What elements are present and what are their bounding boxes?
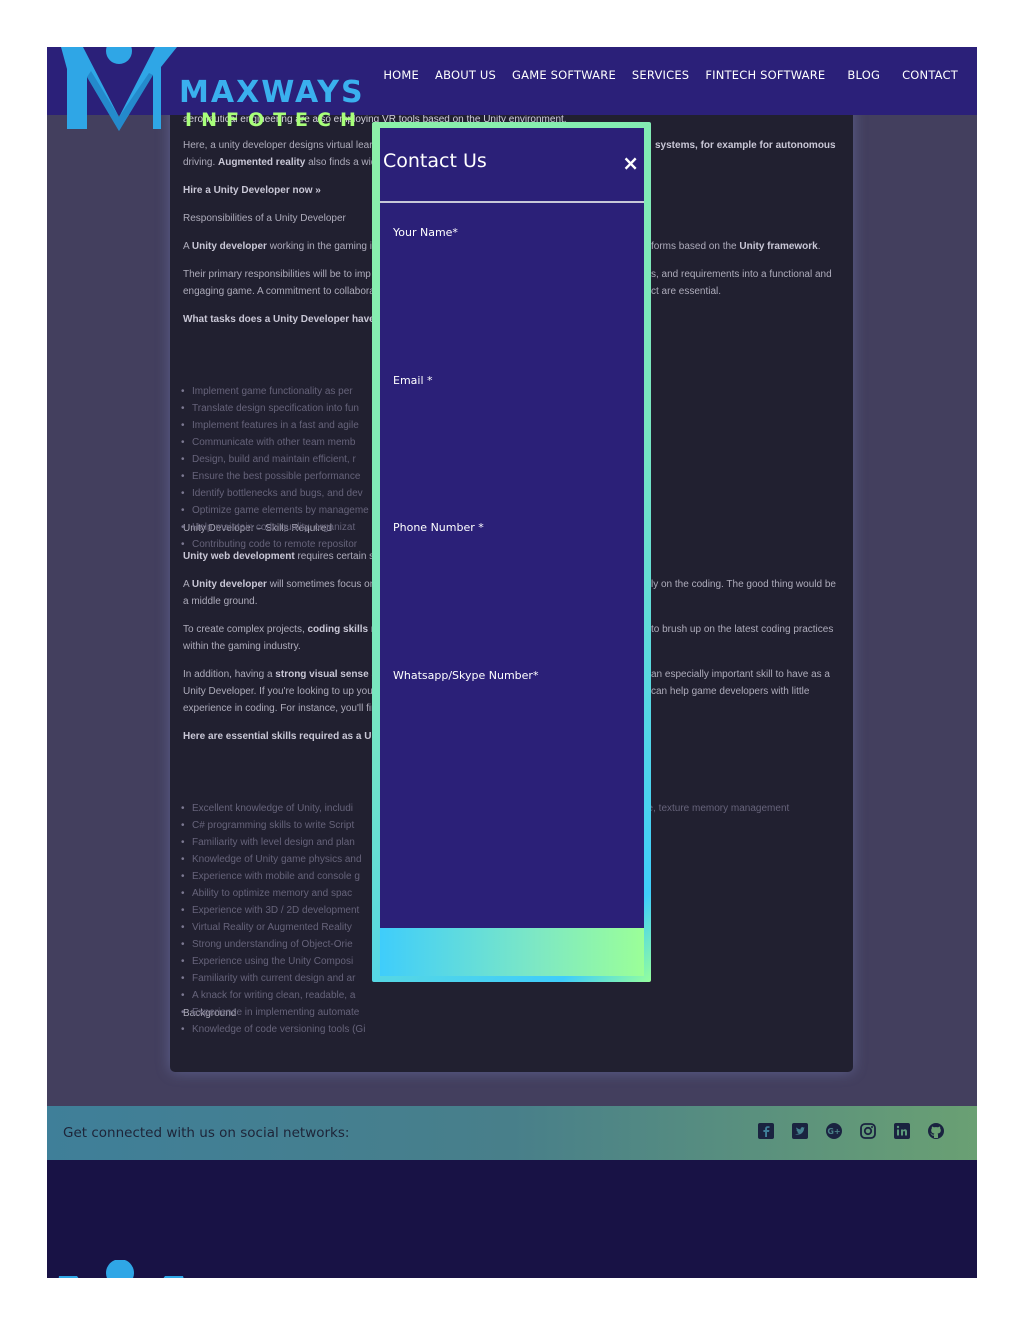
list-item: Experience in implementing automate: [181, 1007, 832, 1024]
list-item: Experience using the Unity Composi: [181, 956, 832, 973]
twitter-icon[interactable]: [791, 1122, 809, 1140]
github-icon[interactable]: [927, 1122, 945, 1140]
skills-list: Excellent knowledge of Unity, includiime…: [181, 803, 832, 1041]
list-item: Optimize game elements by manageme: [181, 505, 832, 522]
list-item: A knack for writing clean, readable, a: [181, 990, 832, 1007]
article-paragraph: driving. Augmented reality also finds a …: [183, 157, 377, 168]
svg-text:G+: G+: [827, 1127, 840, 1136]
article-paragraph: Their primary responsibilities will be t…: [183, 269, 832, 280]
list-item: Familiarity with level design and plan: [181, 837, 832, 854]
article-paragraph: Unity Developer. If you're looking to up…: [183, 686, 810, 697]
list-item: Experience with 3D / 2D development: [181, 905, 832, 922]
nav-home[interactable]: HOME: [383, 68, 419, 82]
list-item: Design, build and maintain efficient, r: [181, 454, 832, 471]
contact-modal: Contact Us × Your Name* Email * Phone Nu…: [372, 122, 651, 982]
footer-logo-icon: [58, 1260, 184, 1278]
list-item: C# programming skills to write Script: [181, 820, 832, 837]
navbar: HOME ABOUT US GAME SOFTWARE SERVICES FIN…: [47, 47, 977, 115]
nav-blog[interactable]: BLOG: [847, 68, 881, 82]
whatsapp-label: Whatsapp/Skype Number*: [393, 669, 539, 682]
google-plus-icon[interactable]: G+: [825, 1122, 843, 1140]
modal-title: Contact Us: [383, 150, 487, 172]
list-item: Identify bottlenecks and bugs, and dev: [181, 488, 832, 505]
article-paragraph: Unity web development requires certain s…: [183, 551, 380, 562]
list-item: Translate design specification into fun: [181, 403, 832, 420]
list-item: Ability to optimize memory and spac: [181, 888, 832, 905]
section-heading: What tasks does a Unity Developer have?: [183, 314, 381, 325]
list-item: Knowledge of Unity game physics and: [181, 854, 832, 871]
article-paragraph: A Unity developer working in the gaming …: [183, 241, 821, 252]
list-item: Virtual Reality or Augmented Reality: [181, 922, 832, 939]
phone-input[interactable]: [393, 541, 633, 569]
article-paragraph: a middle ground.: [183, 596, 258, 607]
list-item: Strong understanding of Object-Orie: [181, 939, 832, 956]
linkedin-icon[interactable]: [893, 1122, 911, 1140]
list-item: Implement game functionality as per: [181, 386, 832, 403]
nav-contact[interactable]: CONTACT: [902, 68, 958, 82]
social-icons: G+: [757, 1122, 945, 1140]
phone-label: Phone Number *: [393, 521, 484, 534]
facebook-icon[interactable]: [757, 1122, 775, 1140]
modal-divider: [380, 201, 644, 203]
nav-services[interactable]: SERVICES: [631, 68, 690, 82]
list-item: Contributing code to remote repositor: [181, 539, 832, 556]
section-heading: Here are essential skills required as a …: [183, 731, 384, 742]
logo-name: MAXWAYS: [179, 75, 365, 110]
instagram-icon[interactable]: [859, 1122, 877, 1140]
list-item: Ensure the best possible performance: [181, 471, 832, 488]
close-icon[interactable]: ×: [622, 151, 639, 175]
list-item: Help maintain code quality, organizat: [181, 522, 832, 539]
hire-link[interactable]: Hire a Unity Developer now »: [183, 185, 321, 196]
article-paragraph: Here, a unity developer designs virtual …: [183, 140, 836, 151]
email-input[interactable]: [393, 394, 633, 422]
social-text: Get connected with us on social networks…: [63, 1125, 350, 1141]
list-item: Familiarity with current design and ar: [181, 973, 832, 990]
brand-logo[interactable]: MAXWAYS INFOTECH: [61, 47, 363, 137]
list-item: Knowledge of code versioning tools (Gi: [181, 1024, 832, 1041]
nav-about-us[interactable]: ABOUT US: [435, 68, 497, 82]
nav-game-software[interactable]: GAME SOFTWARE: [512, 68, 616, 82]
article-paragraph: engaging game. A commitment to collabora…: [183, 286, 722, 297]
section-heading: Responsibilities of a Unity Developer: [183, 213, 346, 224]
nav-fintech-software[interactable]: FINTECH SOFTWARE: [705, 68, 826, 82]
whatsapp-input[interactable]: [393, 689, 633, 717]
email-label: Email *: [393, 374, 433, 387]
list-item: Implement features in a fast and agile: [181, 420, 832, 437]
list-item: Communicate with other team memb: [181, 437, 832, 454]
name-label: Your Name*: [393, 226, 458, 239]
logo-mark-icon: [61, 47, 177, 131]
article-paragraph: experience in coding. For instance, you'…: [183, 703, 377, 714]
article-paragraph: within the gaming industry.: [183, 641, 301, 652]
contact-form: Contact Us × Your Name* Email * Phone Nu…: [380, 128, 644, 928]
list-item: Excellent knowledge of Unity, includiime…: [181, 803, 832, 820]
article-paragraph: A Unity developer will sometimes focus o…: [183, 579, 836, 590]
main-nav: HOME ABOUT US GAME SOFTWARE SERVICES FIN…: [367, 68, 958, 82]
list-item: Experience with mobile and console g: [181, 871, 832, 888]
article-intro-tail: aeronautical engineering are also employ…: [183, 114, 567, 125]
name-input[interactable]: [393, 246, 633, 274]
footer: [47, 1160, 977, 1278]
logo-subtitle: INFOTECH: [185, 109, 365, 131]
modal-footer: [380, 928, 644, 976]
social-bar: Get connected with us on social networks…: [47, 1106, 977, 1160]
tasks-list: Implement game functionality as per Tran…: [181, 386, 832, 556]
